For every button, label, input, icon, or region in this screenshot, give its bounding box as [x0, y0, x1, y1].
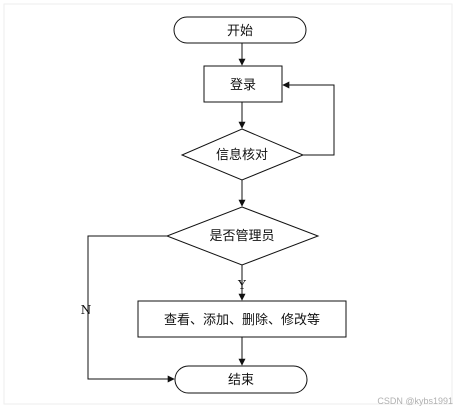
operations-process	[137, 300, 347, 338]
login-label: 登录	[230, 78, 256, 93]
end-terminal	[174, 365, 308, 394]
no-label: N	[81, 303, 92, 317]
edge-admin-no-to-end	[87, 235, 175, 383]
end-label: 结束	[228, 373, 254, 388]
yes-label: Y	[237, 278, 247, 292]
login-process	[203, 65, 283, 103]
start-label: 开始	[227, 24, 253, 39]
start-terminal	[173, 16, 307, 44]
verify-label: 信息核对	[216, 147, 268, 163]
watermark-text: CSDN @kybs1991	[377, 396, 453, 406]
outer-border	[3, 3, 453, 405]
operations-label: 查看、添加、删除、修改等	[164, 312, 320, 328]
edge-verify-loop-to-login	[282, 81, 335, 156]
admin-label: 是否管理员	[209, 229, 274, 244]
